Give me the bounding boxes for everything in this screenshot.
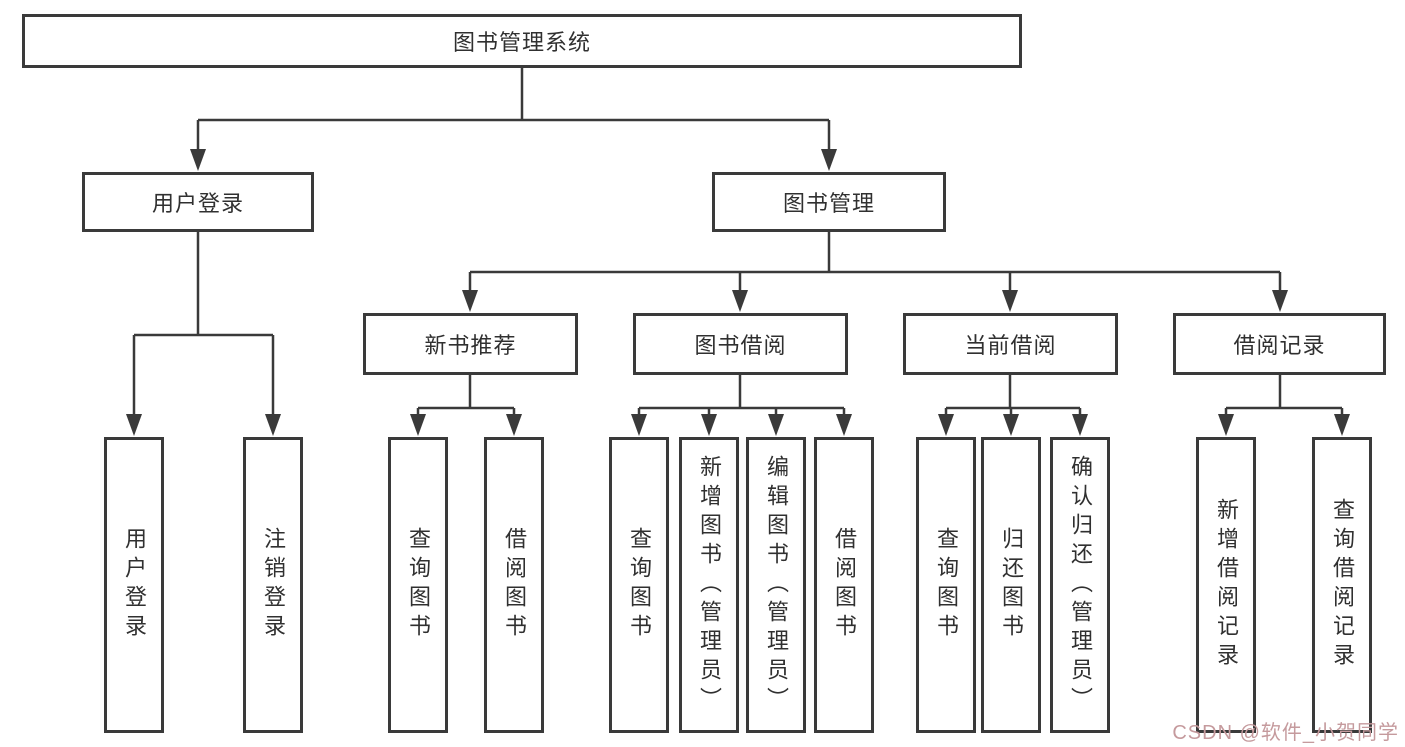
connector-current-borrowing-branch (938, 375, 1088, 436)
node-book-management: 图书管理 (712, 172, 946, 232)
node-current-borrowing: 当前借阅 (903, 313, 1118, 375)
arrowhead-icon (1002, 290, 1018, 312)
leaf-edit-books-admin: 编辑图书（管理员） (746, 437, 806, 733)
arrowhead-icon (506, 414, 522, 436)
arrowhead-icon (1218, 414, 1234, 436)
leaf-user-login: 用户登录 (104, 437, 164, 733)
arrowhead-icon (821, 149, 837, 171)
arrowhead-icon (836, 414, 852, 436)
arrowhead-icon (1272, 290, 1288, 312)
arrowhead-icon (1334, 414, 1350, 436)
leaf-query-books-recommendation: 查询图书 (388, 437, 448, 733)
arrowhead-icon (126, 414, 142, 436)
csdn-watermark: CSDN @软件_小贺同学 (1172, 722, 1399, 744)
arrowhead-icon (732, 290, 748, 312)
arrowhead-icon (631, 414, 647, 436)
leaf-borrow-books-borrowing: 借阅图书 (814, 437, 874, 733)
node-user-login: 用户登录 (82, 172, 314, 232)
arrowhead-icon (410, 414, 426, 436)
node-library-management-system: 图书管理系统 (22, 14, 1022, 68)
leaf-logout: 注销登录 (243, 437, 303, 733)
leaf-confirm-return-admin: 确认归还（管理员） (1050, 437, 1110, 733)
arrowhead-icon (1072, 414, 1088, 436)
leaf-query-books-current: 查询图书 (916, 437, 976, 733)
arrowhead-icon (190, 149, 206, 171)
leaf-query-borrow-record: 查询借阅记录 (1312, 437, 1372, 733)
connector-book-borrowing-branch (631, 375, 852, 436)
arrowhead-icon (1003, 414, 1019, 436)
node-borrowing-records: 借阅记录 (1173, 313, 1386, 375)
leaf-query-books-borrowing: 查询图书 (609, 437, 669, 733)
arrowhead-icon (938, 414, 954, 436)
leaf-return-books: 归还图书 (981, 437, 1041, 733)
leaf-add-borrow-record: 新增借阅记录 (1196, 437, 1256, 733)
arrowhead-icon (462, 290, 478, 312)
leaf-borrow-books-recommendation: 借阅图书 (484, 437, 544, 733)
connector-user-login-branch (126, 232, 281, 436)
node-book-borrowing: 图书借阅 (633, 313, 848, 375)
arrowhead-icon (265, 414, 281, 436)
connector-book-management-to-level3 (462, 232, 1288, 312)
leaf-add-books-admin: 新增图书（管理员） (679, 437, 739, 733)
arrowhead-icon (701, 414, 717, 436)
connector-new-book-recommendation-branch (410, 375, 522, 436)
node-new-book-recommendation: 新书推荐 (363, 313, 578, 375)
arrowhead-icon (768, 414, 784, 436)
connector-root-to-level2 (190, 68, 837, 171)
connector-borrowing-records-branch (1218, 375, 1350, 436)
